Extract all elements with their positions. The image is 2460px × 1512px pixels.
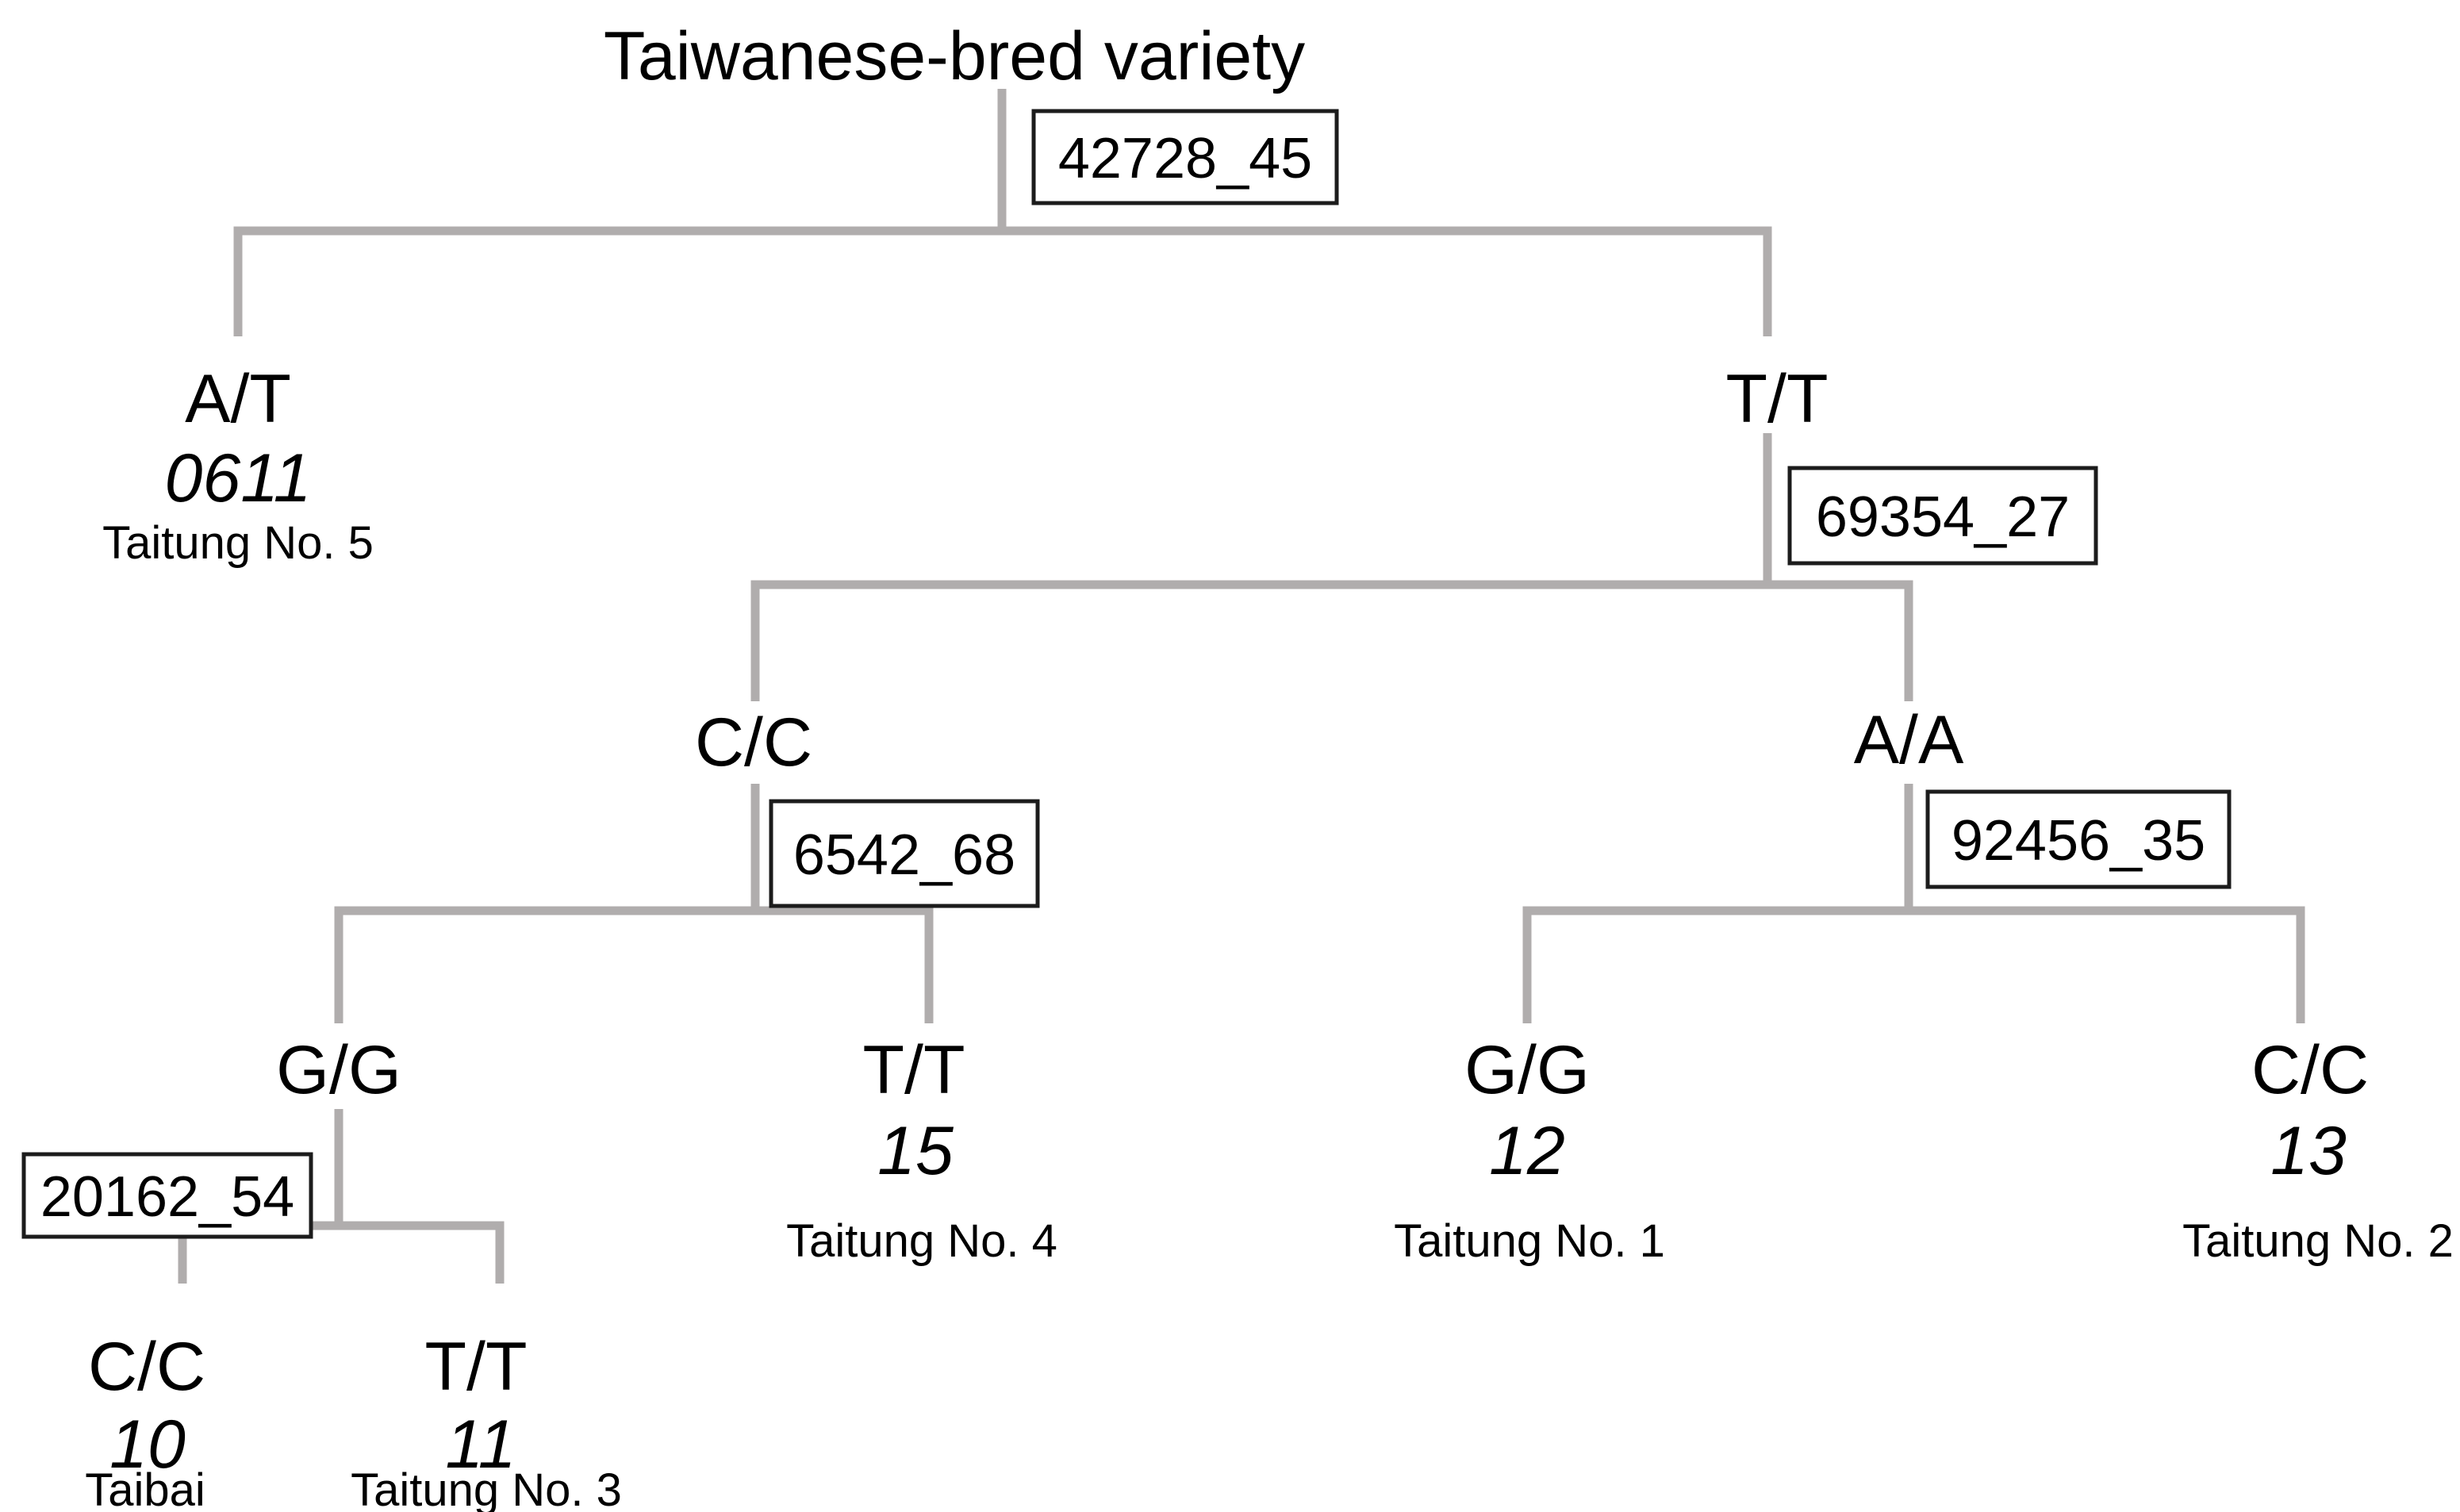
marker-label-20162-54: 20162_54 <box>40 1165 294 1229</box>
leaf-taitung3-genotype: T/T <box>425 1329 528 1405</box>
marker-label-92456-35: 92456_35 <box>1951 809 2205 873</box>
leaf-taitung3-variety: Taitung No. 3 <box>351 1464 622 1512</box>
node-gg-genotype: G/G <box>276 1032 401 1108</box>
leaf-taitung5-genotype: A/T <box>185 361 291 437</box>
node-cc-genotype: C/C <box>695 704 812 781</box>
leaf-taitung1-variety: Taitung No. 1 <box>1394 1215 1665 1267</box>
marker-label-69354-27: 69354_27 <box>1816 485 2070 549</box>
leaf-taitung5-variety: Taitung No. 5 <box>102 517 374 569</box>
marker-box-69354-27 <box>1787 466 2098 566</box>
leaf-taitung4-accession: 15 <box>877 1113 954 1189</box>
node-tt-genotype: T/T <box>1726 361 1829 437</box>
marker-label-6542-68: 6542_68 <box>793 823 1015 887</box>
leaf-taitung4-genotype: T/T <box>863 1032 965 1108</box>
marker-box-20162-54 <box>21 1152 313 1239</box>
leaf-taibai-accession: 10 <box>109 1406 186 1483</box>
leaf-taitung2-accession: 13 <box>2270 1113 2347 1189</box>
split-1-bracket <box>233 226 1772 336</box>
leaf-taitung1-genotype: G/G <box>1464 1032 1590 1108</box>
marker-box-6542-68 <box>769 799 1040 908</box>
split-3-bracket <box>334 906 934 1023</box>
node-aa-genotype: A/A <box>1854 702 1964 778</box>
marker-label-42728-45: 42728_45 <box>1058 127 1312 190</box>
leaf-taibai-variety: Taibai <box>85 1464 205 1512</box>
marker-box-92456-35 <box>1925 789 2232 889</box>
leaf-taitung4-variety: Taitung No. 4 <box>786 1215 1057 1267</box>
marker-boxes: 42728_45 69354_27 6542_68 92456_35 20162… <box>21 109 2232 1239</box>
node-labels: Taiwanese-bred variety A/T 0611 Taitung … <box>85 18 2454 1512</box>
leaf-taibai-genotype: C/C <box>88 1329 205 1405</box>
split-4-bracket <box>1522 906 2305 1023</box>
leaf-taitung1-accession: 12 <box>1489 1113 1565 1189</box>
split-2-bracket <box>750 580 1913 701</box>
marker-box-42728-45 <box>1031 109 1339 205</box>
leaf-taitung5-accession: 0611 <box>165 440 312 516</box>
leaf-taitung3-accession: 11 <box>445 1406 516 1483</box>
branch-lines <box>178 89 2305 1284</box>
leaf-taitung2-variety: Taitung No. 2 <box>2182 1215 2454 1267</box>
figure-title: Taiwanese-bred variety <box>604 18 1305 94</box>
leaf-taitung2-genotype: C/C <box>2251 1032 2369 1108</box>
split-5-bracket <box>178 1221 505 1284</box>
